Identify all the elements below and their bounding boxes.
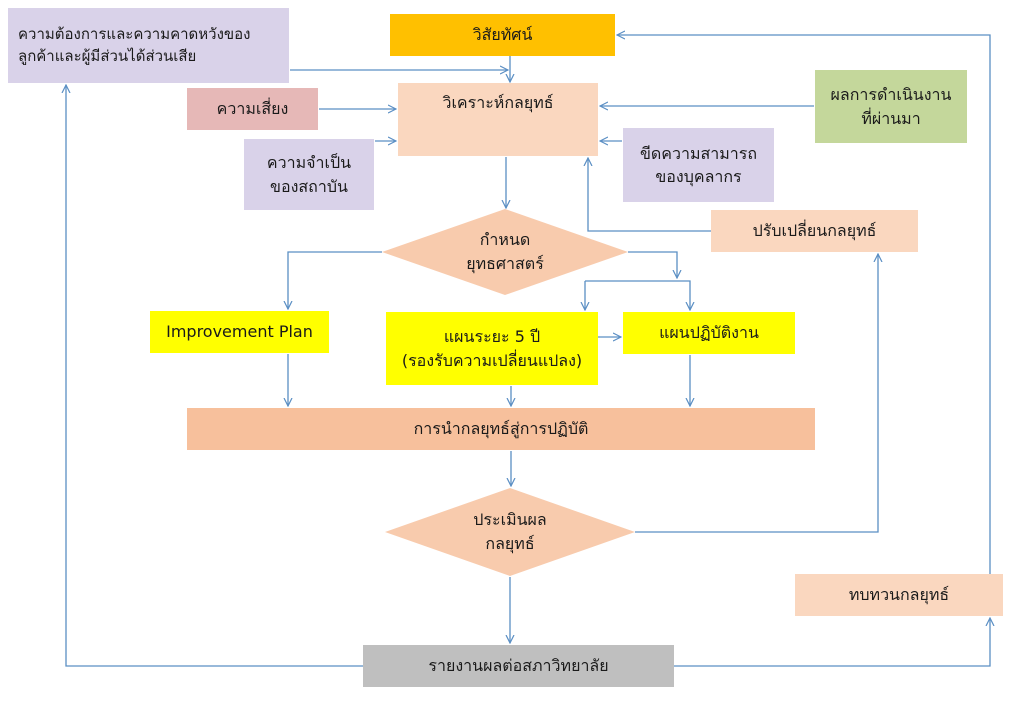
risk-label: ความเสี่ยง <box>216 99 289 119</box>
strategy-diamond <box>382 209 628 295</box>
risk-box <box>187 88 318 130</box>
improvement-box <box>150 311 329 353</box>
analysis-box <box>398 83 598 156</box>
needs-label: ความจำเป็น ของสถาบัน <box>266 153 352 196</box>
report-box <box>363 645 674 687</box>
implement-box <box>187 408 815 450</box>
review-label: ทบทวนกลยุทธ์ <box>848 585 950 605</box>
action-box <box>623 312 795 354</box>
improvement-label: Improvement Plan <box>166 322 313 342</box>
action-label: แผนปฏิบัติงาน <box>659 323 759 343</box>
arrow-review-to-vision <box>617 35 991 574</box>
performance-box <box>815 70 967 143</box>
arrow-branch-to-plans <box>585 280 690 310</box>
analysis-label: วิเคราะห์กลยุทธ์ <box>442 93 554 113</box>
needs-box <box>244 139 374 210</box>
adjust-box <box>711 210 918 252</box>
arrow-strategy-to-improvement <box>288 251 382 309</box>
stakeholder-label: ความต้องการและความคาดหวังของ ลูกค้าและผู… <box>18 24 251 65</box>
stakeholder-box <box>8 8 289 83</box>
strategy-label: กำหนด ยุทธศาสตร์ <box>466 230 544 273</box>
vision-label: วิสัยทัศน์ <box>472 25 533 45</box>
fiveyear-label: แผนระยะ 5 ปี (รองรับความเปลี่ยนแปลง) <box>401 327 583 370</box>
evaluate-label: ประเมินผล กลยุทธ์ <box>473 510 547 553</box>
evaluate-diamond <box>385 488 635 576</box>
report-label: รายงานผลต่อสภาวิทยาลัย <box>428 656 609 676</box>
performance-label: ผลการดำเนินงาน ที่ผ่านมา <box>830 85 952 128</box>
capacity-box <box>623 128 774 202</box>
arrow-adjust-to-analysis <box>588 158 711 232</box>
arrow-strategy-to-action <box>628 251 677 278</box>
review-box <box>795 574 1003 616</box>
implement-label: การนำกลยุทธ์สู่การปฏิบัติ <box>413 419 589 439</box>
arrow-evaluate-to-adjust <box>635 254 878 533</box>
arrow-report-to-review <box>674 618 990 667</box>
capacity-label: ขีดความสามารถ ของบุคลากร <box>639 143 758 186</box>
adjust-label: ปรับเปลี่ยนกลยุทธ์ <box>752 221 877 241</box>
arrow-report-to-stakeholder <box>66 85 363 667</box>
fiveyear-box <box>386 312 598 385</box>
vision-box <box>390 14 615 56</box>
